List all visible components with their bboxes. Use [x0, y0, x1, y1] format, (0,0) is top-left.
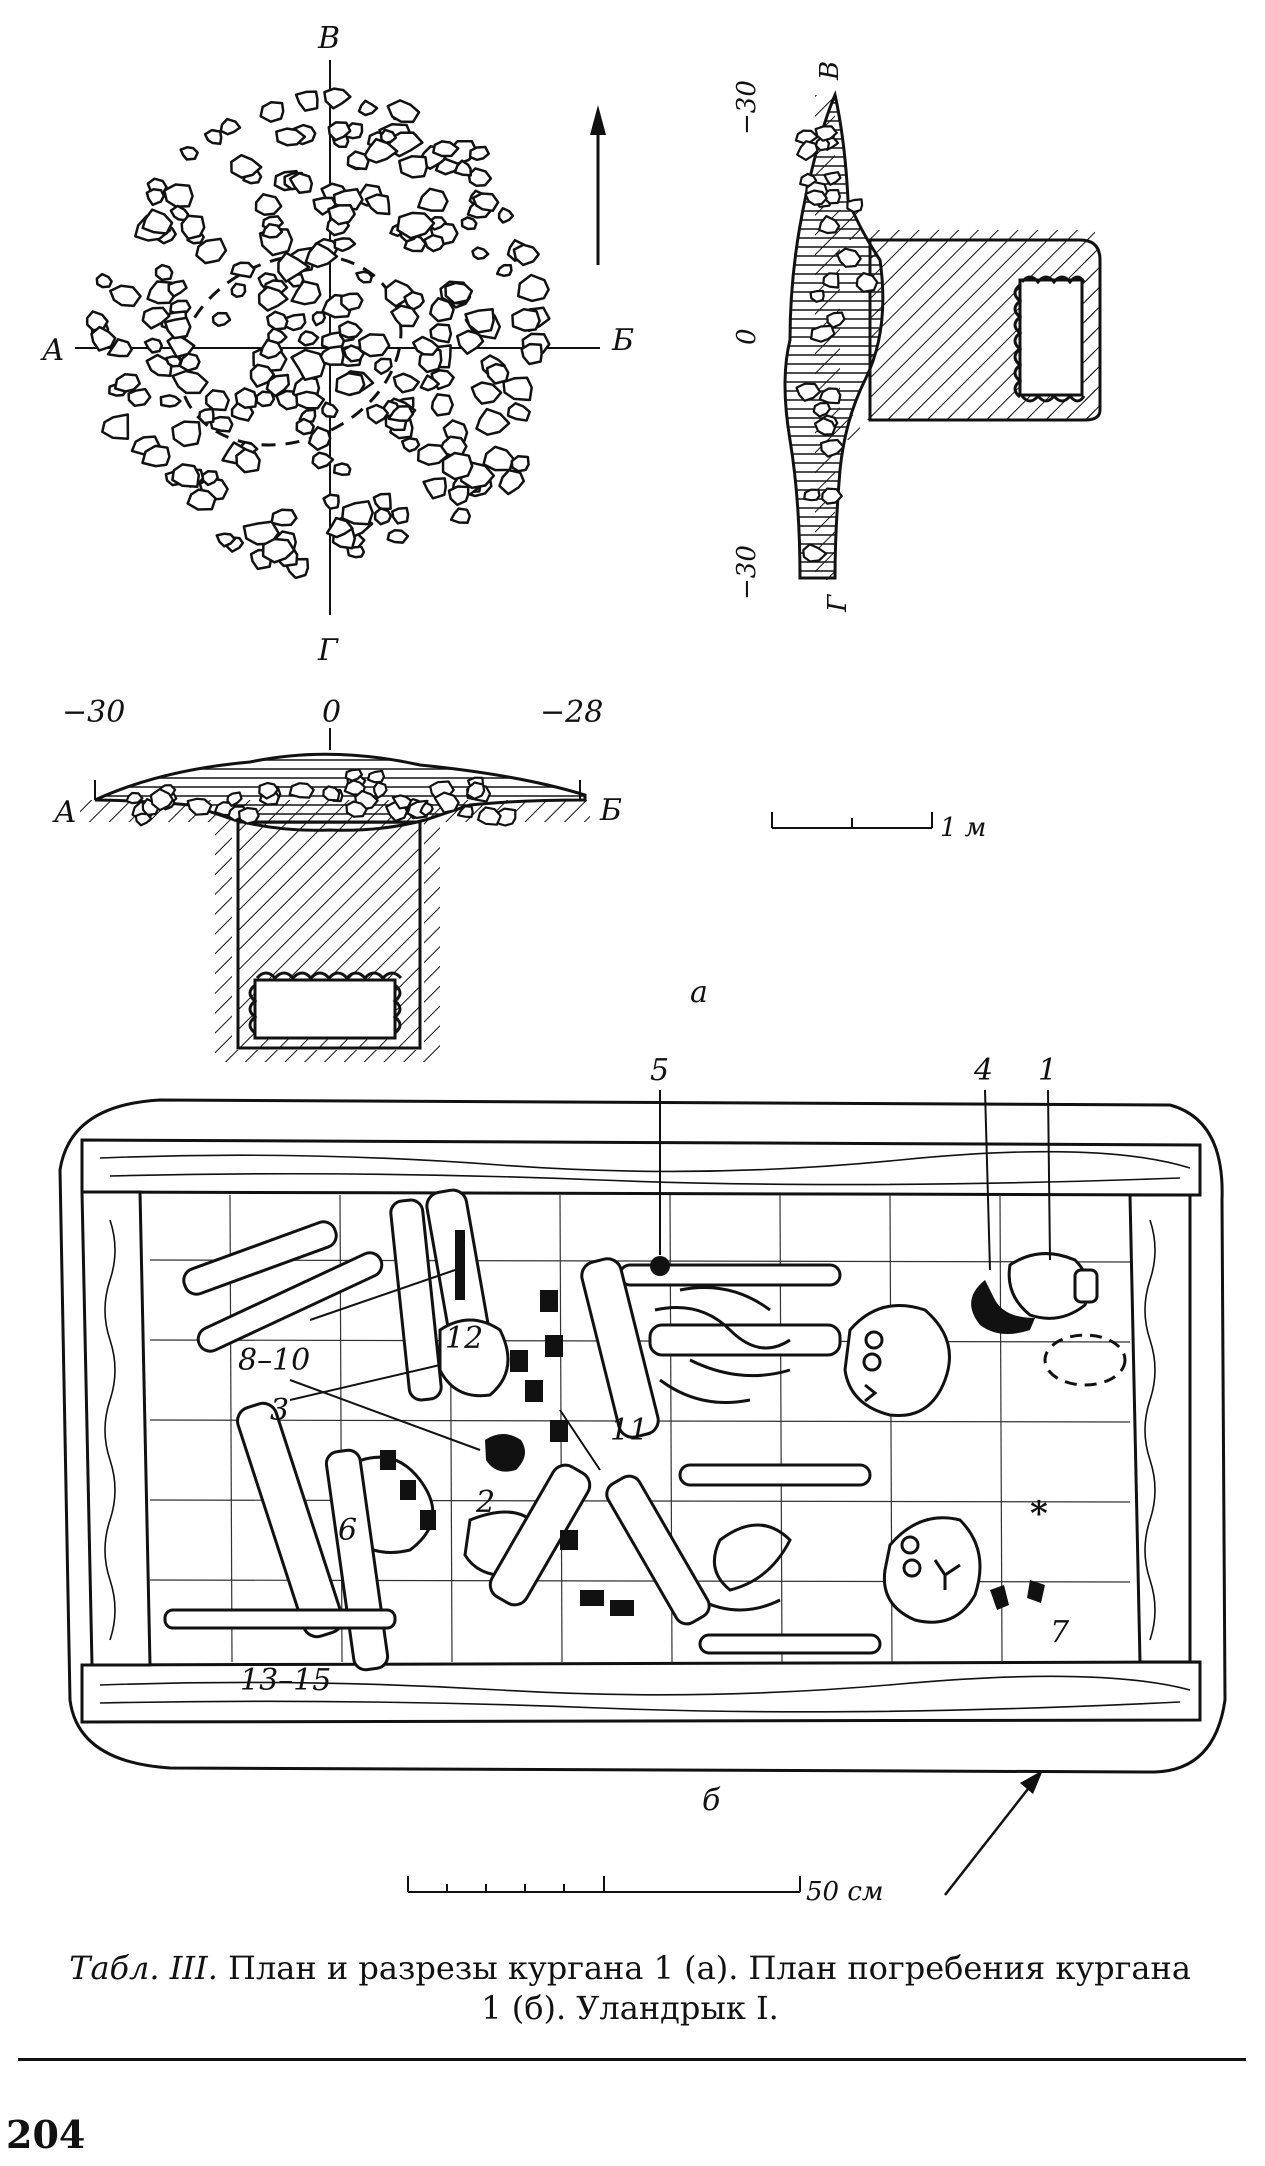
caption-text-1: План и разрезы кургана 1 (а). План погре… [228, 1949, 1191, 1987]
scale-bar-1m: 1 м [771, 812, 986, 843]
burial-label-7: 7 [1050, 1615, 1070, 1650]
caption-line-1: Табл. III. План и разрезы кургана 1 (а).… [40, 1948, 1220, 1988]
scale-b-label: 50 см [806, 1877, 883, 1907]
section-vg-bottom-depth: −30 [732, 545, 762, 600]
panel-letter-a: а [690, 975, 708, 1010]
orientation-arrow-icon [944, 1770, 1043, 1896]
panel-letter-b: б [702, 1783, 721, 1818]
section-ab: −30 0 −28 А Б [52, 695, 622, 1062]
burial-label-13-15: 13–15 [240, 1663, 331, 1698]
section-vg-zero: 0 [732, 328, 762, 345]
mound-plan: В Г А Б [40, 21, 634, 668]
section-vg-top-depth: −30 [732, 80, 762, 135]
plan-label-a: А [40, 333, 65, 368]
plan-label-g: Г [317, 633, 339, 668]
caption-line-2: 1 (б). Уландрык I. [481, 1989, 779, 2027]
plan-label-b: Б [611, 323, 634, 358]
burial-label-2: 2 [475, 1485, 495, 1520]
burial-label-8-10: 8–10 [238, 1343, 310, 1378]
burial-label-4: 4 [973, 1053, 993, 1088]
section-ab-letter-b: Б [599, 793, 622, 828]
burial-label-5: 5 [650, 1053, 669, 1088]
plan-label-v: В [317, 21, 340, 56]
section-vg: −30 0 −30 В Г [732, 61, 1102, 613]
section-vg-letter-g: Г [823, 594, 853, 613]
burial-label-11: 11 [610, 1413, 648, 1448]
section-vg-letter-v: В [815, 61, 845, 81]
burial-label-3: 3 [270, 1393, 289, 1428]
footer-rule [18, 2058, 1246, 2061]
burial-plan: * 1 4 5 8–10 3 12 11 2 6 7 13–15 [58, 1053, 1227, 1774]
scale-bar-50cm: 50 см [407, 1876, 883, 1907]
section-ab-left-depth: −30 [62, 695, 125, 730]
scale-a-label: 1 м [940, 813, 986, 843]
north-arrow-icon [590, 105, 606, 265]
section-ab-right-depth: −28 [540, 695, 603, 730]
burial-label-6: 6 [338, 1513, 357, 1548]
burial-star-icon: * [1030, 1494, 1048, 1534]
page-number: 204 [6, 2112, 86, 2157]
figure-caption: Табл. III. План и разрезы кургана 1 (а).… [40, 1948, 1220, 2028]
caption-table-no: Табл. III. [69, 1949, 218, 1987]
figure-drawing: В Г А Б −30 0 −30 В Г − [40, 21, 1227, 1907]
section-ab-letter-a: А [52, 795, 77, 830]
burial-label-1: 1 [1038, 1053, 1057, 1088]
section-ab-zero: 0 [322, 695, 341, 730]
burial-label-12: 12 [445, 1321, 483, 1356]
